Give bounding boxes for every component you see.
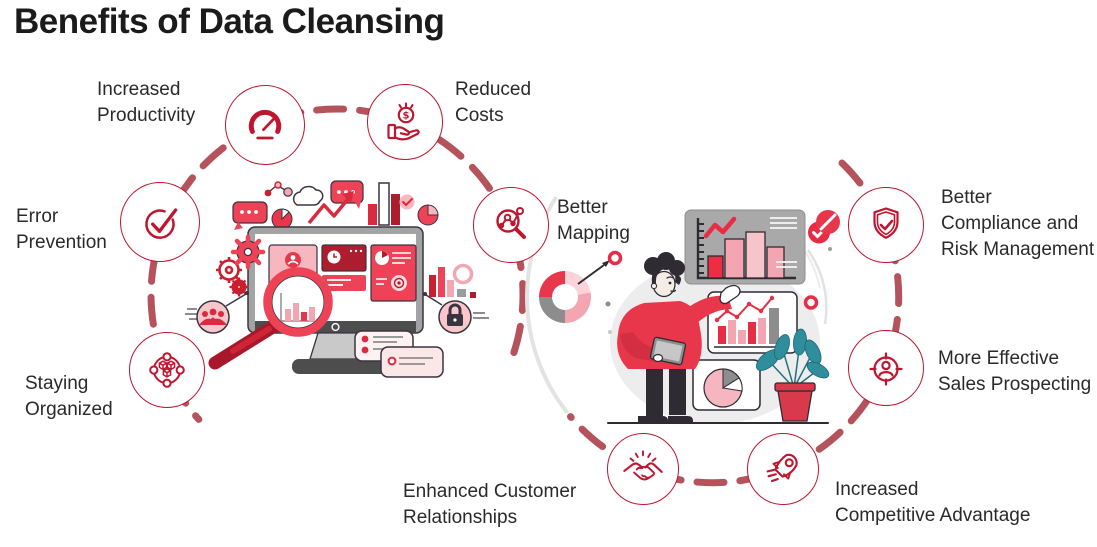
benefit-label-competitive-advantage: Increased Competitive Advantage	[835, 479, 1031, 526]
screen-cards	[268, 244, 417, 306]
page-title: Benefits of Data Cleansing	[14, 2, 445, 41]
background-blob	[610, 260, 820, 424]
presenter-person	[617, 252, 741, 423]
benefit-label-reduced-costs: Reduced Costs	[455, 79, 532, 126]
benefit-badge-staying-organized	[129, 332, 205, 408]
speedometer-icon	[248, 109, 282, 140]
decor-arc-2	[799, 243, 821, 289]
benefit-badge-sales-prospecting	[848, 330, 924, 406]
magnifier-network-icon	[496, 207, 526, 239]
chart-board	[684, 209, 806, 285]
decor-arc	[806, 249, 828, 325]
benefit-label-customer-relationships: Enhanced Customer Relationships	[403, 481, 577, 528]
benefit-label-staying-organized: Staying Organized	[25, 373, 113, 420]
handshake-icon	[623, 450, 663, 481]
benefit-label-increased-productivity: Increased Productivity	[97, 79, 196, 126]
linked-cubes-icon	[149, 352, 185, 388]
benefit-badge-increased-productivity	[225, 85, 305, 165]
decor-speech-bubble-right	[330, 180, 364, 209]
prospect-target-icon	[869, 352, 903, 386]
shield-check-icon	[873, 207, 899, 239]
left-dashed-circle	[147, 105, 527, 423]
check-circle-icon	[145, 208, 178, 239]
svg-text:$: $	[403, 111, 410, 122]
potted-plant	[755, 328, 830, 422]
decor-cloud	[292, 185, 324, 206]
gears	[216, 234, 266, 297]
pie-card	[692, 359, 761, 411]
decor-column-bars	[368, 182, 400, 226]
decor-growth-arrow	[307, 191, 354, 225]
benefit-label-error-prevention: Error Prevention	[16, 206, 107, 253]
side-bar-chart	[429, 263, 476, 298]
documents	[354, 330, 444, 378]
benefit-badge-customer-relationships	[607, 433, 679, 505]
rocket-icon	[766, 453, 798, 483]
decor-pie-right	[417, 204, 439, 226]
line-bar-card	[707, 291, 798, 354]
lock-badge	[423, 292, 489, 334]
benefit-label-compliance-risk: Better Compliance and Risk Management	[941, 187, 1095, 260]
check-circle-decor	[808, 221, 830, 244]
benefit-label-sales-prospecting: More Effective Sales Prospecting	[938, 348, 1092, 395]
slashed-circle-decor	[816, 210, 840, 234]
benefit-badge-error-prevention	[120, 182, 200, 262]
decor-dot-network	[264, 181, 293, 197]
decor-pie-left	[271, 208, 293, 230]
benefit-badge-competitive-advantage	[747, 433, 819, 505]
donut-chart	[539, 235, 623, 334]
decor-check-dot	[399, 194, 415, 210]
benefit-badge-better-mapping	[473, 187, 549, 263]
data-cleansing-illustration	[185, 180, 489, 378]
monitor	[247, 226, 424, 374]
people-badge	[185, 291, 249, 334]
coin-in-hand-icon: $	[387, 102, 420, 141]
benefit-badge-compliance-risk	[848, 187, 924, 263]
decor-speech-bubble-left	[232, 201, 268, 230]
benefit-badge-reduced-costs: $	[367, 84, 443, 160]
dot-decor	[828, 247, 832, 251]
ring-decor	[803, 295, 819, 310]
benefit-label-better-mapping: Better Mapping	[557, 197, 630, 244]
magnifier	[208, 267, 333, 370]
